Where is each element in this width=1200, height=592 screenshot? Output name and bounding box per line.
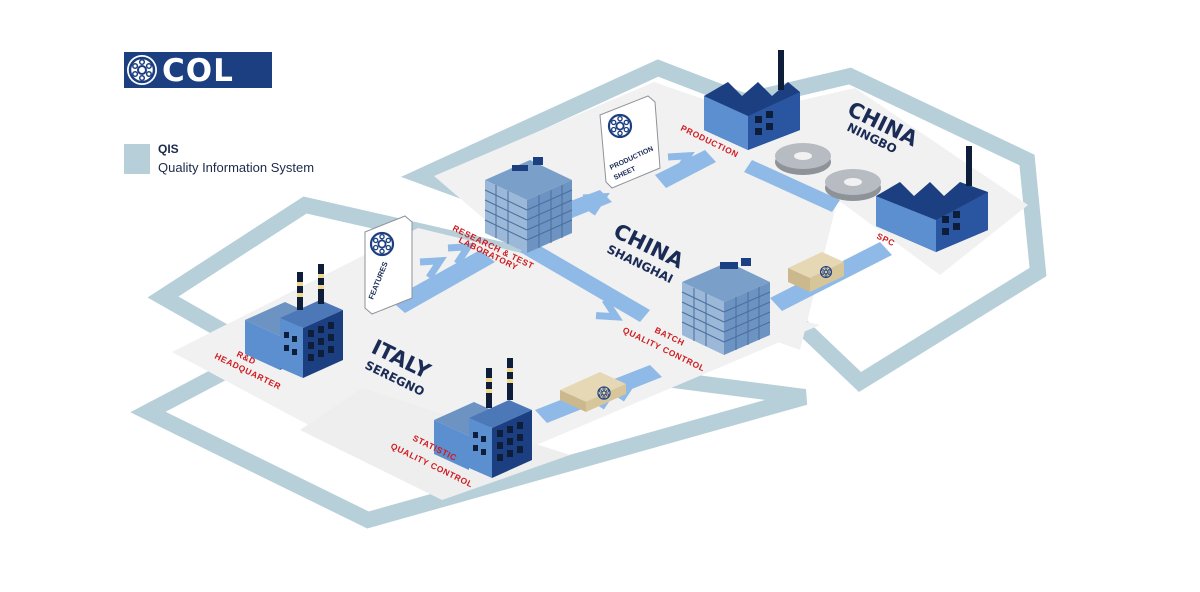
- col-logo: COL: [124, 52, 272, 88]
- legend-description: Quality Information System: [158, 160, 315, 175]
- batch-building-icon: [681, 258, 771, 355]
- spc-factory-icon: [876, 146, 988, 252]
- bearing-icon: [127, 55, 157, 85]
- production-factory-icon: [704, 50, 800, 150]
- statistic-factory-icon: [434, 358, 532, 478]
- features-document-icon: FEATURES: [364, 215, 413, 315]
- logo-text: COL: [162, 53, 234, 89]
- package-icon-italy: [560, 372, 626, 412]
- gear-disc-icon: [775, 143, 881, 201]
- flow-band-batch: [520, 240, 650, 322]
- legend-swatch: [124, 144, 150, 174]
- flow-band-production: [655, 150, 716, 188]
- legend-title: QIS: [158, 142, 179, 156]
- rd-headquarter-factory-icon: [245, 264, 343, 378]
- research-lab-building-icon: [484, 157, 573, 253]
- production-sheet-document-icon: PRODUCTION SHEET: [599, 95, 661, 189]
- flow-band-gears: [744, 160, 840, 212]
- flow-band-features: [390, 250, 495, 313]
- package-icon-shanghai: [788, 252, 844, 292]
